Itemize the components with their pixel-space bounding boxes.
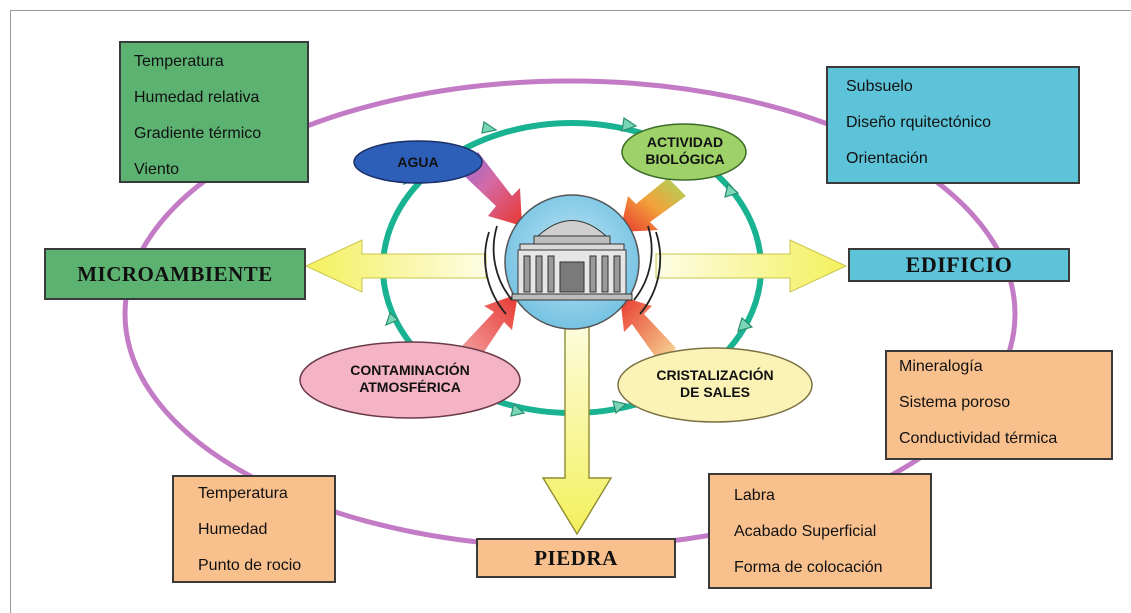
list-item: Subsuelo [846,78,913,95]
biologica-text: BIOLÓGICA [645,151,725,167]
oval-agua [353,140,483,184]
piedra-label: PIEDRA [476,538,676,578]
center-ring-arc [633,225,653,301]
building-icon [511,220,633,301]
cycle-arrowhead [621,116,638,132]
cycle-arrowhead [510,402,526,417]
list-item: Humedad relativa [134,89,260,106]
edificio-text: EDIFICIO [905,252,1013,277]
label-cristalizacion: CRISTALIZACIÓN DE SALES [632,367,798,401]
list-item: Viento [134,161,180,178]
atmosferica-text: ATMOSFÉRICA [359,379,461,395]
piedra-text: PIEDRA [534,545,618,570]
list-item: Gradiente térmico [134,125,262,142]
edificio-label: EDIFICIO [848,248,1070,282]
list-item: Orientación [846,150,928,167]
center-ring-arc [639,231,662,315]
piedra-acabado-box: Labra Acabado Superficial Forma de coloc… [708,473,932,589]
list-item: Acabado Superficial [734,523,877,540]
cycle-arrowhead [737,316,754,332]
arrow-to-piedra [541,309,613,536]
label-agua: AGUA [370,154,466,171]
arrow-cristalizacion-to-center [620,296,676,366]
list-item: Mineralogía [899,358,983,375]
oval-actividad-biologica [621,123,747,181]
cycle-arrowhead [385,311,400,327]
label-contaminacion: CONTAMINACIÓN ATMOSFÉRICA [320,362,500,396]
microambiente-label: MICROAMBIENTE [44,248,306,300]
de-sales-text: DE SALES [679,384,750,400]
agua-text: AGUA [397,154,439,170]
edificio-factors-box: Subsuelo Diseño rquitectónico Orientació… [826,66,1080,184]
actividad-text: ACTIVIDAD [646,134,724,150]
label-actividad-biologica: ACTIVIDAD BIOLÓGICA [630,134,740,168]
list-item: Diseño rquitectónico [846,114,991,131]
microambiente-text: MICROAMBIENTE [77,261,273,286]
list-item: Sistema poroso [899,394,1011,411]
list-item: Forma de colocación [734,559,883,576]
oval-cristalizacion [617,347,813,423]
list-item: Conductividad térmica [899,430,1058,447]
arrow-to-edificio [655,239,848,293]
oval-contaminacion [299,341,521,419]
cycle-arrowhead [612,400,628,415]
cristalizacion-text: CRISTALIZACIÓN [656,367,774,383]
list-item: Humedad [198,521,268,538]
list-item: Labra [734,487,775,504]
center-ring-arc [484,231,507,315]
piedra-ambiente-box: Temperatura Humedad Punto de rocio [172,475,336,583]
list-item: Temperatura [198,485,288,502]
contaminacion-text: CONTAMINACIÓN [350,362,470,378]
center-ring-arc [492,225,513,301]
cycle-arrowheads [385,116,754,417]
image-frame [10,10,1131,613]
list-item: Punto de rocio [198,557,302,574]
arrow-to-microambiente [304,239,487,293]
microambiente-factors-box: Temperatura Humedad relativa Gradiente t… [119,41,309,183]
piedra-mineral-box: Mineralogía Sistema poroso Conductividad… [885,350,1113,460]
cycle-arrowhead [724,182,740,198]
arrow-biologica-to-center [620,178,686,232]
cycle-arrowhead [481,120,498,134]
list-item: Temperatura [134,53,224,70]
